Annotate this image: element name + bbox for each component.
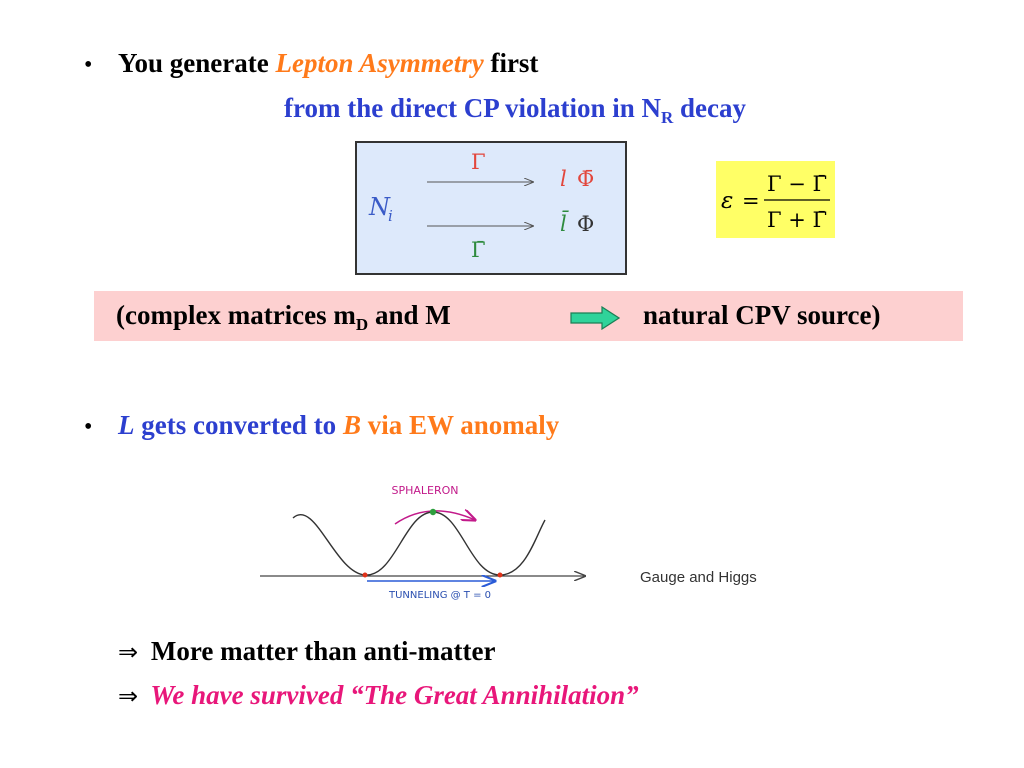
item1-sub-tail: decay — [673, 93, 746, 123]
item2-l-symbol: L — [118, 410, 135, 440]
cpv-note-left: (complex matrices mD and M — [116, 300, 451, 335]
cpv-note-bar — [94, 291, 963, 341]
item-ew-anomaly: L gets converted to B via EW anomaly — [118, 410, 559, 441]
decay-top-product-2: Φ̄ — [577, 167, 594, 191]
right-arrow-icon — [570, 306, 620, 330]
item2-middle: gets converted to — [134, 410, 343, 440]
decay-diagram: N i Γ l Φ̄ l̄ Φ Γ̄ — [355, 141, 627, 275]
decay-bottom-rate: Γ̄ — [471, 238, 486, 262]
conclusion1-text: More matter than anti-matter — [144, 636, 496, 666]
formula-numerator: Γ − Γ̄ — [767, 172, 827, 196]
implies-icon-1: ⇒ — [118, 638, 139, 666]
decay-top-product-1: l — [560, 167, 567, 191]
asymmetry-formula-svg: ε = Γ − Γ̄ Γ + Γ̄ — [721, 172, 830, 232]
conclusion-matter: ⇒ More matter than anti-matter — [118, 636, 496, 667]
right-vacuum-dot — [497, 572, 503, 578]
sphaleron-figure: SPHALERON TUNNELING @ T = 0 — [255, 478, 595, 608]
decay-source: N — [368, 193, 391, 221]
item1-subline: from the direct CP violation in NR decay — [284, 93, 746, 128]
item-lepton-asymmetry: You generate Lepton Asymmetry first — [118, 48, 538, 79]
item2-suffix: via EW anomaly — [360, 410, 560, 440]
sphaleron-figure-svg: SPHALERON TUNNELING @ T = 0 — [260, 484, 595, 601]
decay-top-rate: Γ — [471, 150, 486, 174]
implies-icon-2: ⇒ — [118, 682, 139, 710]
sphaleron-potential-curve — [292, 511, 546, 576]
bullet-marker-1: • — [84, 52, 93, 78]
sphaleron-bottom-label: TUNNELING @ T = 0 — [388, 590, 491, 601]
asymmetry-formula: ε = Γ − Γ̄ Γ + Γ̄ — [716, 161, 835, 238]
item1-prefix: You generate — [118, 48, 276, 78]
sphaleron-top-label: SPHALERON — [391, 484, 458, 497]
bullet-marker-2: • — [84, 414, 93, 440]
decay-bottom-product-2: Φ — [577, 212, 594, 236]
cpv-note-left-text: (complex matrices m — [116, 300, 356, 330]
left-vacuum-dot — [362, 572, 368, 578]
item1-sub-subscript: R — [660, 108, 674, 127]
decay-source-sub: i — [388, 207, 393, 225]
item1-suffix: first — [483, 48, 539, 78]
cpv-note-right: natural CPV source) — [643, 300, 881, 330]
gauge-higgs-label: Gauge and Higgs — [640, 569, 757, 586]
item1-sub-text: from the direct CP violation in N — [284, 93, 661, 123]
decay-diagram-svg: N i Γ l Φ̄ l̄ Φ Γ̄ — [368, 150, 594, 262]
item2-b-symbol: B — [342, 410, 361, 440]
cpv-note-middle: and M — [368, 300, 451, 330]
conclusion-annihilation: ⇒ We have survived “The Great Annihilati… — [118, 680, 639, 711]
formula-denominator: Γ + Γ̄ — [767, 208, 827, 232]
conclusion2-text: We have survived “The Great Annihilation… — [144, 680, 639, 710]
formula-lhs: ε — [721, 188, 733, 214]
item1-highlight: Lepton Asymmetry — [275, 48, 484, 78]
sphaleron-peak-dot — [429, 508, 437, 516]
formula-eq: = — [742, 189, 760, 213]
decay-bottom-product-1: l̄ — [560, 210, 569, 236]
cpv-note-subscript: D — [355, 315, 369, 334]
